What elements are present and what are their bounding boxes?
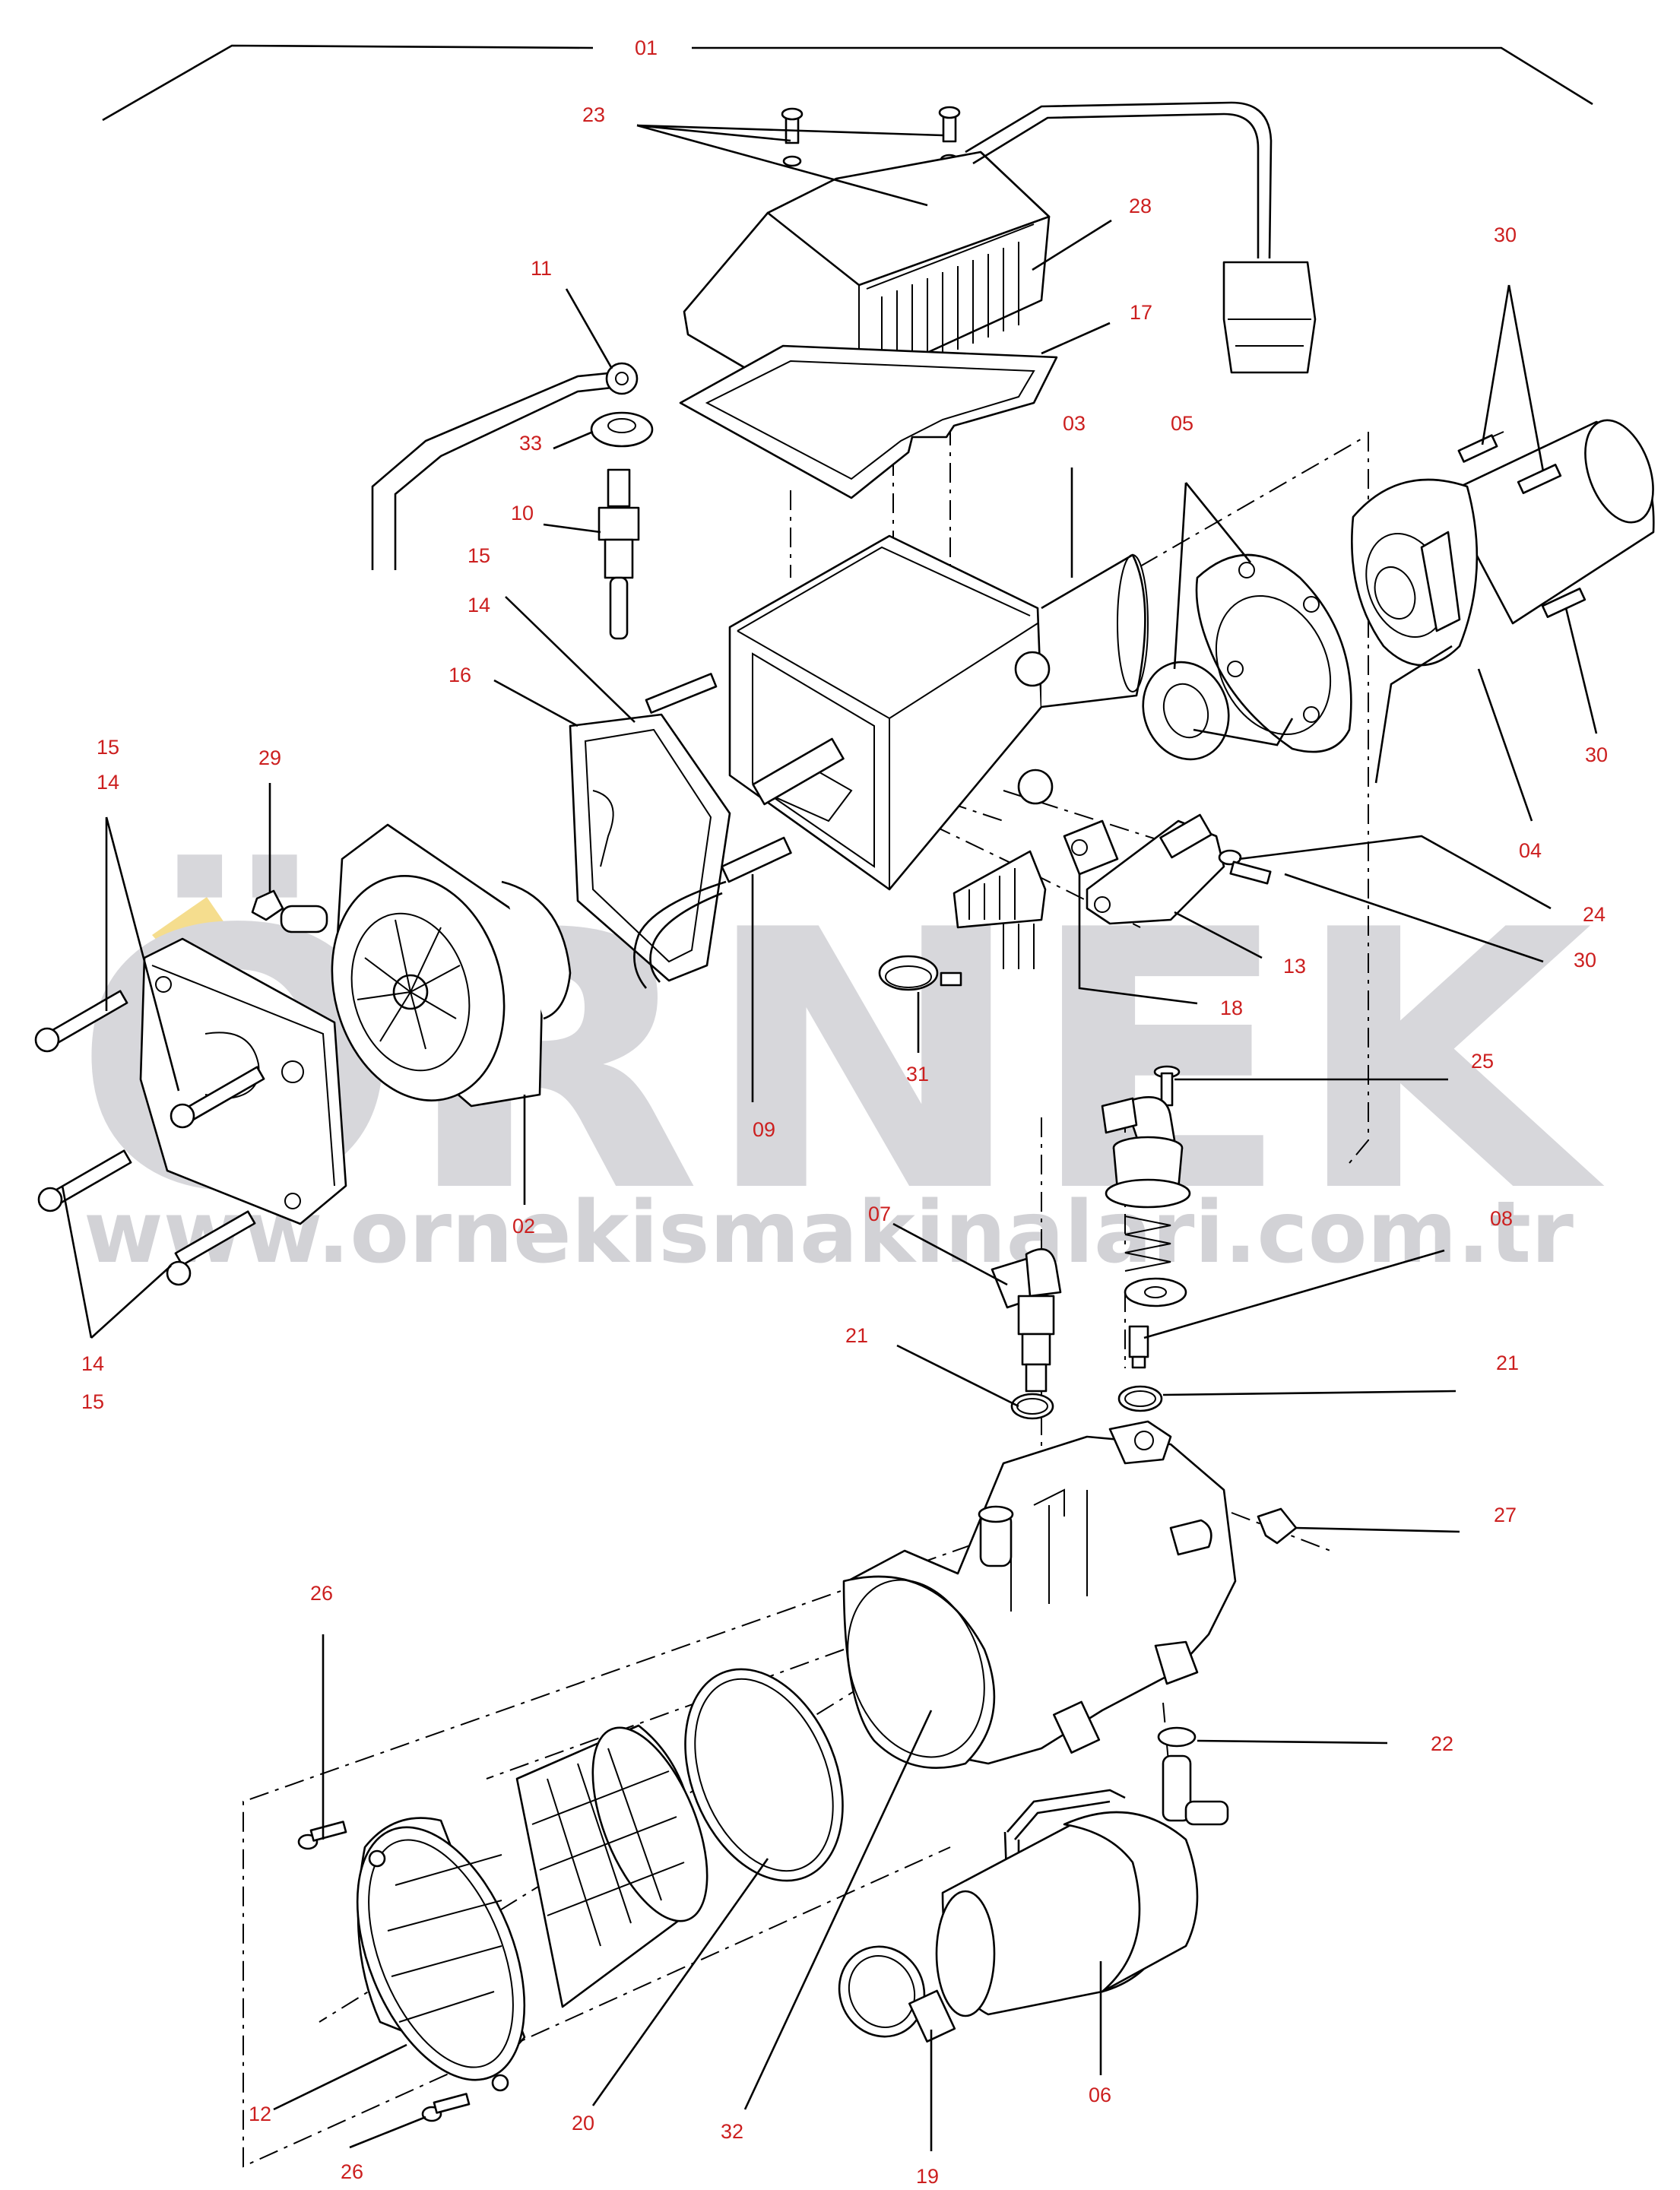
callout-30-top: 30 (1494, 223, 1517, 246)
fuel-elbow-25 (1101, 1096, 1176, 1149)
callout-11: 11 (531, 257, 552, 280)
callout-30-lower: 30 (1574, 949, 1596, 971)
callout-33: 33 (519, 432, 542, 455)
fuel-filter-housing (1105, 1136, 1191, 1209)
callout-21-left: 21 (845, 1324, 868, 1347)
callout-16: 16 (449, 664, 471, 686)
overheat-sensor-13 (1086, 813, 1225, 925)
outer-flange-12 (356, 1817, 526, 2092)
clip-27 (1257, 1507, 1298, 1545)
callout-14-bottom: 14 (81, 1352, 104, 1375)
blower-02 (331, 823, 572, 1108)
burner-tube-20 (515, 1724, 708, 2008)
callout-28: 28 (1129, 195, 1152, 217)
terminal-block (953, 850, 1047, 969)
connector-18 (1063, 819, 1119, 876)
combustion-tube-04 (1351, 419, 1655, 784)
clip-29 (251, 889, 328, 933)
callout-01: 01 (635, 36, 658, 59)
sensor-09 (633, 836, 792, 989)
washer-08 (1124, 1277, 1187, 1307)
callout-05: 05 (1171, 412, 1193, 435)
callout-25: 25 (1471, 1050, 1494, 1073)
callout-03: 03 (1063, 412, 1086, 435)
glow-plug-10 (598, 468, 640, 640)
callout-12: 12 (249, 2103, 271, 2125)
callout-21-right: 21 (1496, 1352, 1519, 1374)
screw-26-bottom (421, 2093, 471, 2122)
water-pipe (1003, 1754, 1229, 1894)
gasket-16 (569, 713, 731, 982)
watermark-accent-shape (152, 897, 225, 959)
cable-harness (965, 101, 1317, 374)
callout-31: 31 (906, 1063, 929, 1085)
callout-24: 24 (1583, 903, 1606, 926)
callout-15-top: 15 (468, 544, 490, 567)
watermark-url: www.ornekismakinalari.com.tr (84, 1184, 1574, 1282)
spring (1124, 1215, 1171, 1272)
gasket-17 (679, 344, 1058, 499)
sleeve-05 (1142, 661, 1230, 761)
callout-13: 13 (1283, 955, 1306, 978)
water-pump-06 (935, 1811, 1199, 2017)
callout-18: 18 (1220, 997, 1243, 1019)
callout-30-right: 30 (1585, 743, 1608, 766)
screw-14-left-3 (37, 1149, 132, 1212)
callout-32: 32 (721, 2120, 743, 2143)
screw-23-a (781, 107, 804, 167)
callout-06: 06 (1089, 2084, 1111, 2106)
fuel-pipe-07 (991, 1248, 1062, 1393)
callout-02: 02 (512, 1215, 535, 1238)
callout-15-bottom: 15 (81, 1390, 104, 1413)
callout-10: 10 (511, 502, 534, 525)
o-ring-22 (1157, 1726, 1197, 1748)
callout-22: 22 (1431, 1732, 1453, 1755)
assembly-bracket-01 (102, 44, 1593, 122)
callout-19: 19 (916, 2165, 939, 2188)
callout-17: 17 (1130, 301, 1152, 324)
callout-23: 23 (582, 103, 605, 126)
screw-14-left-4 (166, 1210, 256, 1286)
callout-14-top: 14 (468, 594, 490, 616)
screw-24 (1218, 849, 1272, 885)
callout-26-top: 26 (310, 1582, 333, 1605)
screw-14-left-2 (170, 1066, 265, 1129)
screw-25 (1153, 1065, 1181, 1107)
hose-clamp-19 (838, 1945, 956, 2043)
callout-15-left: 15 (97, 736, 119, 759)
o-ring-32 (684, 1668, 844, 1882)
callout-26-bottom: 26 (341, 2160, 363, 2183)
screw-30-b (1517, 464, 1562, 494)
heat-exchanger (842, 1420, 1237, 1769)
nozzle-08 (1128, 1325, 1149, 1369)
grommet-33 (590, 411, 654, 448)
screw-26-top (297, 1821, 347, 1850)
callout-04: 04 (1519, 839, 1542, 862)
callout-08: 08 (1490, 1207, 1513, 1230)
callout-27: 27 (1494, 1504, 1517, 1526)
callout-29: 29 (258, 746, 281, 769)
screw-30-a (1457, 431, 1504, 463)
earth-wire-11 (371, 362, 639, 570)
callout-09: 09 (753, 1118, 775, 1141)
callout-07: 07 (868, 1203, 891, 1225)
callout-labels: 01 23 28 30 11 17 33 03 05 10 15 14 16 3… (81, 36, 1608, 2188)
burner-housing-03 (728, 534, 1149, 891)
callout-14-left: 14 (97, 771, 119, 794)
leader-lines (61, 124, 1598, 2151)
hose-clamp-31 (878, 955, 962, 991)
flange-05 (1195, 553, 1352, 753)
callout-20: 20 (572, 2112, 594, 2135)
o-ring-21-right (1117, 1385, 1163, 1412)
